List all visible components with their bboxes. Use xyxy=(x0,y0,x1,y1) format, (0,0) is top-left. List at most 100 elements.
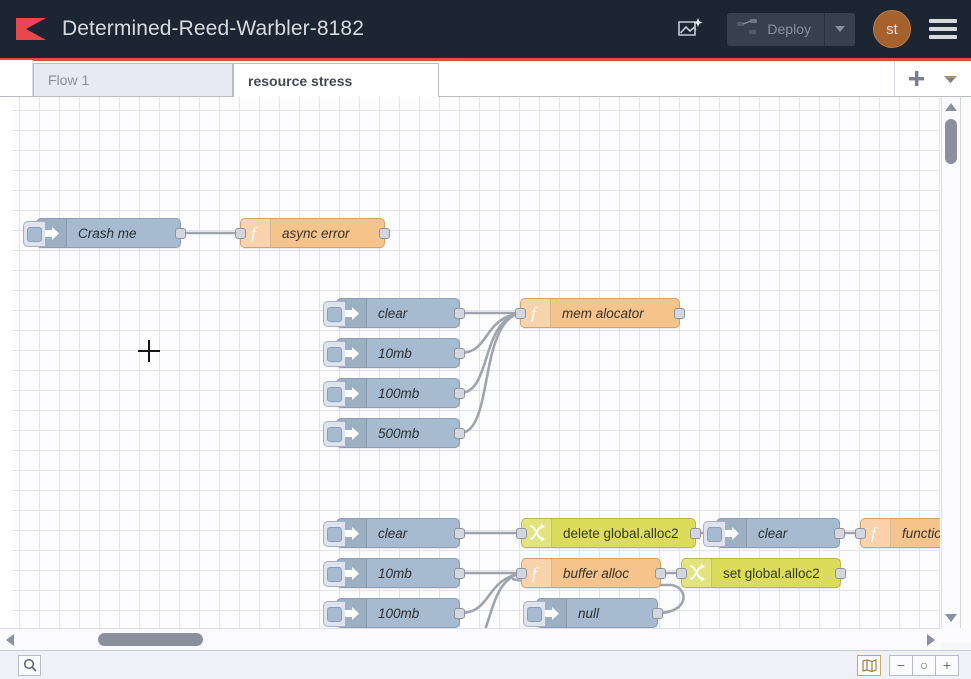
inject-trigger-button[interactable] xyxy=(523,601,545,627)
node-red-logo-icon xyxy=(14,12,48,46)
canvas-left-rail xyxy=(0,97,12,628)
inject-trigger-button[interactable] xyxy=(323,521,345,547)
node-output-port[interactable] xyxy=(655,568,666,579)
node-output-port[interactable] xyxy=(454,388,465,399)
inject-trigger-button[interactable] xyxy=(323,341,345,367)
node-inject-10mb-1[interactable]: 10mb xyxy=(323,338,465,368)
triangle-right-icon[interactable] xyxy=(927,634,935,646)
tab-label: resource stress xyxy=(248,72,353,89)
add-flow-button[interactable] xyxy=(899,62,933,96)
node-function-buffer-alloc[interactable]: f buffer alloc xyxy=(516,558,666,588)
triangle-down-icon[interactable] xyxy=(945,614,957,622)
node-label: set global.alloc2 xyxy=(723,565,820,581)
node-label: function xyxy=(902,525,940,541)
node-label: null xyxy=(578,605,600,621)
node-input-port[interactable] xyxy=(516,528,527,539)
deploy-button[interactable]: Deploy xyxy=(727,12,825,46)
deploy-button-group[interactable]: Deploy xyxy=(727,12,855,46)
inject-trigger-button[interactable] xyxy=(323,301,345,327)
zoom-out-button[interactable]: − xyxy=(889,654,913,676)
node-output-port[interactable] xyxy=(835,568,846,579)
node-input-port[interactable] xyxy=(515,308,526,319)
image-sparkle-icon[interactable] xyxy=(669,9,713,49)
change-swap-icon xyxy=(682,559,712,587)
node-inject-clear-2[interactable]: clear xyxy=(323,518,465,548)
node-inject-500mb-1[interactable]: 500mb xyxy=(323,418,465,448)
zoom-in-button[interactable]: + xyxy=(935,654,959,676)
node-change-set-global-alloc2[interactable]: set global.alloc2 xyxy=(676,558,846,588)
svg-text:f: f xyxy=(871,524,878,542)
node-output-port[interactable] xyxy=(175,228,186,239)
deploy-dropdown-toggle[interactable] xyxy=(825,13,855,46)
canvas-vertical-scrollbar[interactable] xyxy=(941,97,959,628)
node-function-mem-alocator[interactable]: f mem alocator xyxy=(515,298,685,328)
flow-canvas[interactable]: Crash me f async error clear xyxy=(0,97,940,628)
node-label: 100mb xyxy=(378,385,420,401)
flow-list-menu-button[interactable] xyxy=(933,62,967,96)
node-change-delete-global-alloc2[interactable]: delete global.alloc2 xyxy=(516,518,701,548)
node-inject-null[interactable]: null xyxy=(523,598,663,628)
deploy-nodes-icon xyxy=(737,18,759,40)
node-label: clear xyxy=(378,305,408,321)
avatar[interactable]: st xyxy=(873,10,911,48)
svg-text:f: f xyxy=(532,564,539,582)
inject-trigger-button[interactable] xyxy=(323,561,345,587)
function-f-icon: f xyxy=(521,299,551,327)
inject-trigger-button[interactable] xyxy=(703,521,725,547)
zoom-reset-button[interactable]: ○ xyxy=(912,654,936,676)
node-output-port[interactable] xyxy=(454,428,465,439)
header-actions: Deploy st xyxy=(669,9,971,49)
horizontal-scroll-thumb[interactable] xyxy=(98,633,203,646)
map-navigator-icon[interactable] xyxy=(857,654,881,676)
node-output-port[interactable] xyxy=(454,608,465,619)
node-inject-clear-3[interactable]: clear xyxy=(703,518,845,548)
node-inject-100mb-2[interactable]: 100mb xyxy=(323,598,465,628)
node-output-port[interactable] xyxy=(454,568,465,579)
node-function-function[interactable]: f function xyxy=(855,518,940,548)
inject-trigger-button[interactable] xyxy=(323,381,345,407)
node-input-port[interactable] xyxy=(855,528,866,539)
vertical-scroll-thumb[interactable] xyxy=(945,119,957,164)
node-output-port[interactable] xyxy=(454,348,465,359)
change-swap-icon xyxy=(522,519,552,547)
node-output-port[interactable] xyxy=(454,528,465,539)
node-label: async error xyxy=(282,225,350,241)
node-input-port[interactable] xyxy=(676,568,687,579)
inject-trigger-button[interactable] xyxy=(323,601,345,627)
node-output-port[interactable] xyxy=(652,608,663,619)
hamburger-menu-icon[interactable] xyxy=(929,19,957,39)
node-label: 100mb xyxy=(378,605,420,621)
app-header: Determined-Reed-Warbler-8182 xyxy=(0,0,971,61)
tab-flow-1[interactable]: Flow 1 xyxy=(33,63,233,96)
node-function-async-error[interactable]: f async error xyxy=(235,218,390,248)
triangle-up-icon[interactable] xyxy=(945,103,957,111)
svg-text:f: f xyxy=(251,224,258,242)
node-inject-clear-1[interactable]: clear xyxy=(323,298,465,328)
tab-label: Flow 1 xyxy=(48,72,90,88)
node-label: clear xyxy=(378,525,408,541)
function-f-icon: f xyxy=(861,519,891,547)
canvas-horizontal-scrollbar[interactable] xyxy=(0,628,941,650)
tab-resource-stress[interactable]: resource stress xyxy=(233,63,439,97)
inject-trigger-button[interactable] xyxy=(323,421,345,447)
node-output-port[interactable] xyxy=(834,528,845,539)
triangle-left-icon[interactable] xyxy=(6,634,14,646)
node-label: clear xyxy=(758,525,788,541)
node-input-port[interactable] xyxy=(516,568,527,579)
node-output-port[interactable] xyxy=(674,308,685,319)
node-inject-crash-me[interactable]: Crash me xyxy=(23,218,186,248)
node-output-port[interactable] xyxy=(379,228,390,239)
node-output-port[interactable] xyxy=(454,308,465,319)
search-icon[interactable] xyxy=(18,654,41,676)
crosshair-cursor xyxy=(138,340,160,362)
node-label: 10mb xyxy=(378,345,412,361)
inject-trigger-button[interactable] xyxy=(23,221,45,247)
node-inject-10mb-2[interactable]: 10mb xyxy=(323,558,465,588)
node-label: mem alocator xyxy=(562,305,644,321)
node-label: buffer alloc xyxy=(563,565,630,581)
svg-text:f: f xyxy=(531,304,538,322)
node-output-port[interactable] xyxy=(690,528,701,539)
flow-canvas-area[interactable]: Crash me f async error clear xyxy=(0,97,971,642)
node-input-port[interactable] xyxy=(235,228,246,239)
node-inject-100mb-1[interactable]: 100mb xyxy=(323,378,465,408)
